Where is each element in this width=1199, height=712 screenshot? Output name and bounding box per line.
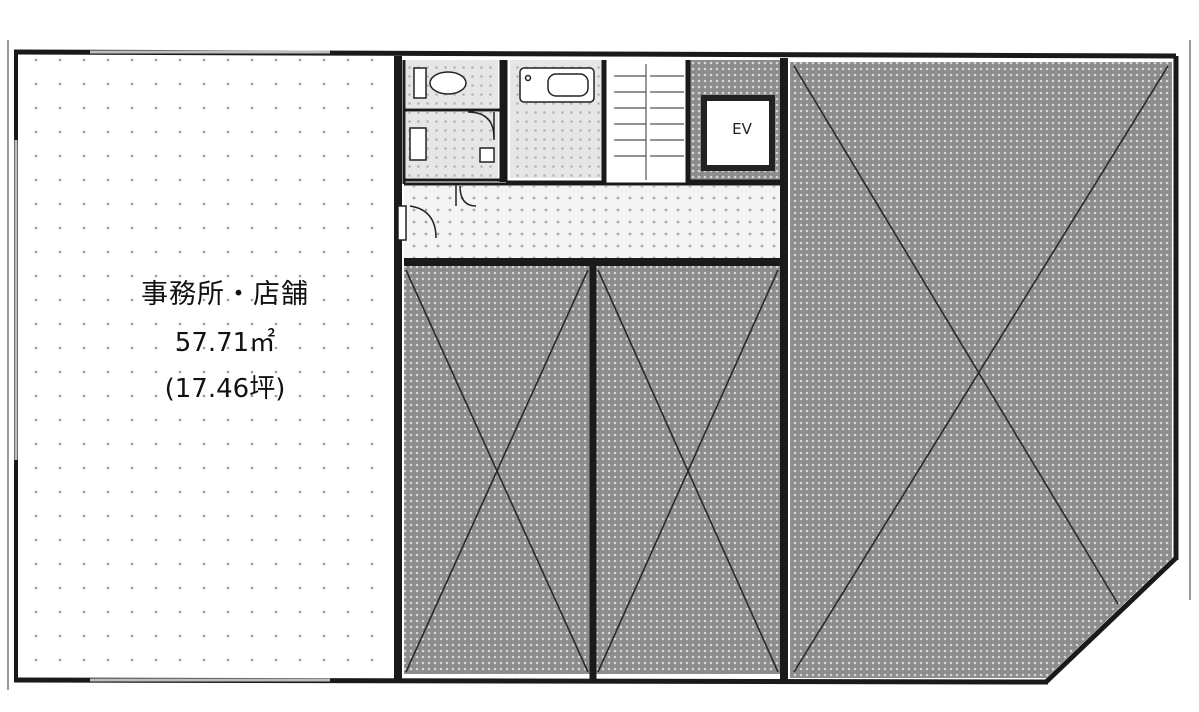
office-name: 事務所・店舗 <box>141 279 309 310</box>
bathtub-icon <box>519 67 595 103</box>
unavailable-mark-2 <box>597 269 779 673</box>
corridor <box>404 186 782 260</box>
washbasin-icon <box>409 127 495 163</box>
stairs-icon <box>614 64 684 180</box>
office-area: 57.71㎡ <box>174 328 276 358</box>
unavailable-mark-1 <box>405 269 589 673</box>
unavailable-mark-3 <box>793 65 1169 673</box>
stairwell <box>610 60 686 180</box>
door-icon <box>397 111 495 241</box>
office-room <box>18 56 396 676</box>
elevator-label: EV <box>732 120 752 138</box>
office-tsubo: (17.46坪) <box>164 374 286 404</box>
window-marks <box>14 50 330 682</box>
elevator-car <box>701 95 775 171</box>
toilet-icon <box>413 67 467 99</box>
